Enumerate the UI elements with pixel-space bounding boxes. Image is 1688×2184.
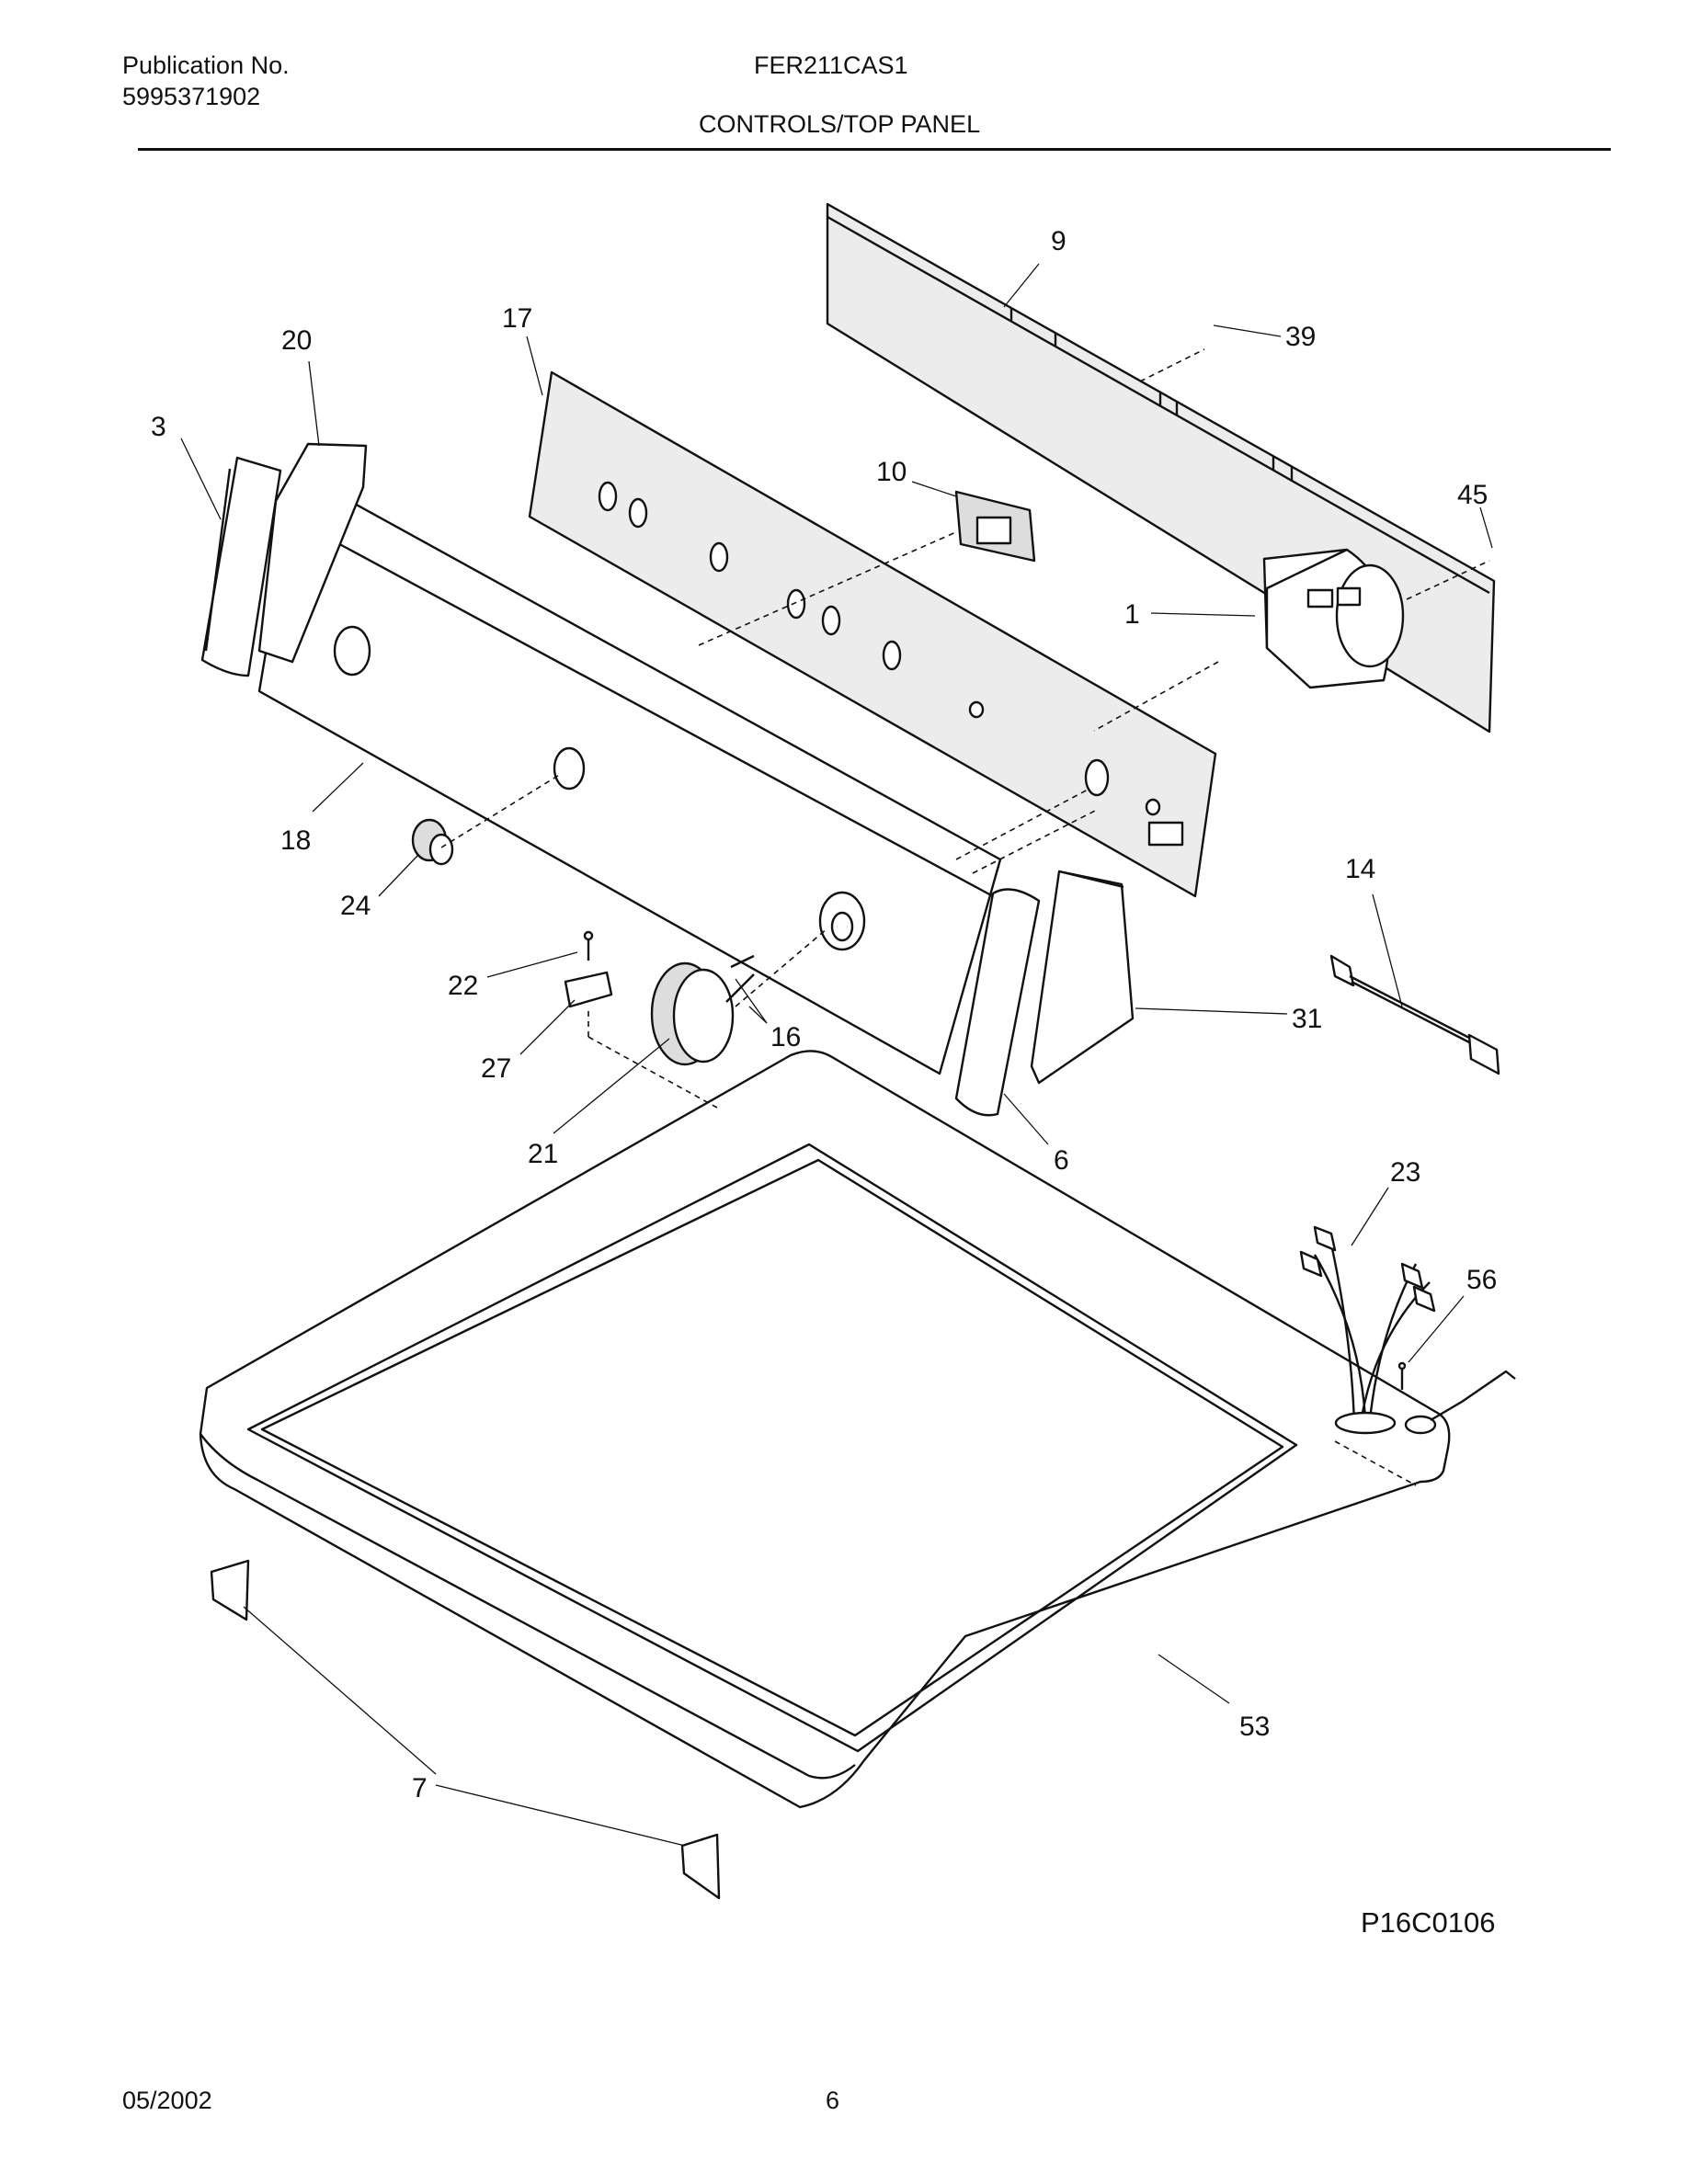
figure-id: P16C0106: [1361, 1906, 1496, 1939]
callout-6: 6: [1054, 1145, 1069, 1176]
footer-date: 05/2002: [122, 2087, 212, 2114]
callout-17: 17: [502, 303, 532, 334]
callout-7: 7: [412, 1773, 428, 1803]
part-23-wire-harness: [1299, 1225, 1436, 1435]
callout-22: 22: [448, 971, 478, 1001]
publication-label: Publication No.: [122, 51, 290, 79]
callout-23: 23: [1390, 1157, 1420, 1188]
callout-20: 20: [281, 325, 312, 356]
part-16-shaft: [725, 954, 755, 1003]
callout-24: 24: [340, 891, 371, 921]
callout-21: 21: [528, 1139, 558, 1169]
callout-56: 56: [1466, 1265, 1497, 1295]
publication-number: 5995371902: [122, 83, 261, 110]
part-20-left-bracket: [257, 442, 368, 664]
part-24-push-button: [411, 818, 454, 866]
callout-31: 31: [1292, 1004, 1322, 1034]
part-22-screw: [583, 930, 594, 961]
header-rule: [138, 148, 1611, 151]
page-number: 6: [826, 2087, 840, 2114]
section-title: CONTROLS/TOP PANEL: [699, 110, 981, 138]
part-3-left-end-cap: [200, 456, 282, 677]
part-1-timer: [1262, 548, 1405, 689]
callout-3: 3: [151, 412, 166, 442]
callout-53: 53: [1239, 1712, 1270, 1742]
part-27-clip: [564, 971, 613, 1008]
part-14-strap: [1329, 954, 1500, 1075]
model-number: FER211CAS1: [754, 51, 908, 79]
part-18-console: [257, 475, 1002, 1075]
part-6-right-end-cap: [954, 888, 1041, 1117]
callout-16: 16: [770, 1022, 801, 1052]
part-21-knob: [650, 961, 735, 1066]
callout-45: 45: [1457, 480, 1488, 510]
part-31-right-bracket: [1030, 870, 1135, 1085]
part-7-clip-left: [210, 1559, 250, 1621]
part-53-top-panel: [199, 1050, 1451, 1809]
part-17-back-plate: [528, 370, 1217, 898]
callout-1: 1: [1124, 599, 1140, 630]
part-7-clip-right: [680, 1833, 721, 1900]
callout-39: 39: [1285, 322, 1316, 352]
callout-18: 18: [280, 825, 311, 856]
part-56-lead: [1397, 1361, 1516, 1435]
callout-10: 10: [876, 457, 907, 487]
callout-9: 9: [1051, 226, 1066, 256]
part-10-switch: [954, 490, 1036, 563]
callout-27: 27: [481, 1053, 511, 1084]
callout-14: 14: [1345, 854, 1375, 884]
